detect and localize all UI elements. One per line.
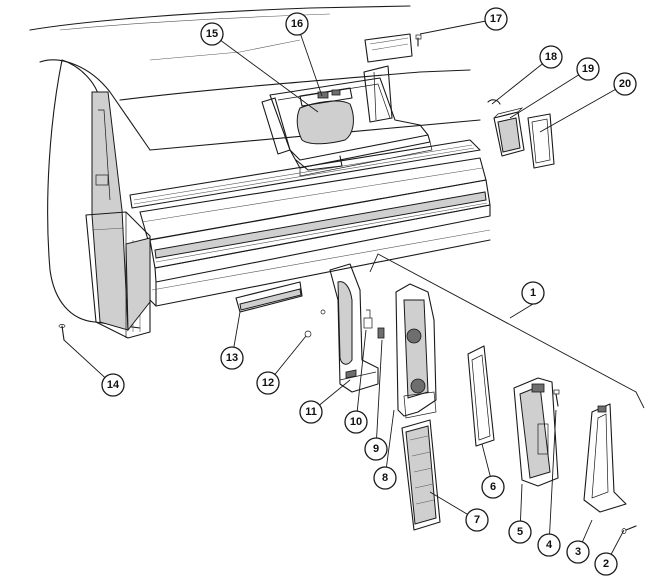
callout-label: 6 <box>490 481 496 493</box>
callout: 14 <box>101 373 125 397</box>
callout-label: 2 <box>603 558 609 570</box>
callout: 3 <box>566 540 590 564</box>
callout: 7 <box>465 508 489 532</box>
callout-circle <box>537 533 561 557</box>
callout-label: 14 <box>107 379 120 391</box>
callout: 19 <box>576 57 600 81</box>
callout-label: 19 <box>582 63 594 75</box>
screw-2 <box>621 525 637 534</box>
callout-label: 11 <box>305 406 317 418</box>
callout-label: 20 <box>619 78 631 90</box>
callout: 8 <box>373 466 397 490</box>
callout-label: 18 <box>545 51 557 63</box>
lamp-bezel-3 <box>583 403 627 513</box>
callout-circle <box>364 437 388 461</box>
callout-label: 7 <box>474 514 480 526</box>
callout-label: 8 <box>382 472 388 484</box>
callout-circle <box>594 552 618 576</box>
callout: 9 <box>364 437 388 461</box>
callout: 15 <box>200 22 224 46</box>
callout-label: 5 <box>517 526 523 538</box>
bulb-9 <box>377 327 385 339</box>
lamp-grille-7 <box>401 419 441 531</box>
lamp-lens-19 <box>493 107 525 157</box>
clip-18 <box>487 99 501 105</box>
callout-label: 17 <box>490 13 502 25</box>
callout-circle <box>344 410 368 434</box>
callout: 4 <box>537 533 561 557</box>
callout: 16 <box>285 12 309 36</box>
lens-gasket-20 <box>527 113 555 169</box>
callout: 1 <box>521 281 545 305</box>
callout-circle <box>465 508 489 532</box>
callout-label: 3 <box>575 546 581 558</box>
lamp-housing-11 <box>329 263 379 393</box>
screw-17 <box>415 34 422 47</box>
callout-label: 13 <box>226 352 238 364</box>
callout: 6 <box>481 475 505 499</box>
callout-label: 12 <box>262 377 274 389</box>
callout-circle <box>481 475 505 499</box>
callout: 2 <box>594 552 618 576</box>
screw-14 <box>58 324 66 341</box>
callout-label: 9 <box>373 443 379 455</box>
callout-circle <box>285 12 309 36</box>
callout-label: 4 <box>546 539 553 551</box>
callout-circle <box>539 45 563 69</box>
callout: 18 <box>539 45 563 69</box>
callout-circle <box>576 57 600 81</box>
callout: 10 <box>344 410 368 434</box>
gasket-6 <box>467 345 495 447</box>
callout: 11 <box>299 400 323 424</box>
callout-label: 1 <box>530 287 536 299</box>
callout: 17 <box>484 7 508 31</box>
callout-circle <box>521 281 545 305</box>
callout-circle <box>508 520 532 544</box>
callout-circle <box>220 346 244 370</box>
callout: 12 <box>256 371 280 395</box>
screw-4 <box>553 389 560 407</box>
tail-lamp-lens-5 <box>513 377 559 487</box>
assembly-bracket-line <box>369 253 645 409</box>
callout-label: 10 <box>350 416 362 428</box>
callout: 5 <box>508 520 532 544</box>
license-plate-housing <box>261 33 433 177</box>
callout: 13 <box>220 346 244 370</box>
vehicle-rear-body <box>29 5 491 339</box>
callout-circle <box>200 22 224 46</box>
callout-circle <box>566 540 590 564</box>
nut-12 <box>304 309 326 338</box>
lamp-body-8 <box>395 283 437 419</box>
callout-label: 15 <box>206 28 218 40</box>
callout-circle <box>101 373 125 397</box>
reflector-strip-13 <box>235 281 303 313</box>
socket-10 <box>363 309 373 329</box>
callout-circle <box>373 466 397 490</box>
callout-circle <box>484 7 508 31</box>
callout-circle <box>256 371 280 395</box>
callout: 20 <box>613 72 637 96</box>
callout-circle <box>299 400 323 424</box>
callout-label: 16 <box>291 18 303 30</box>
callout-circle <box>613 72 637 96</box>
